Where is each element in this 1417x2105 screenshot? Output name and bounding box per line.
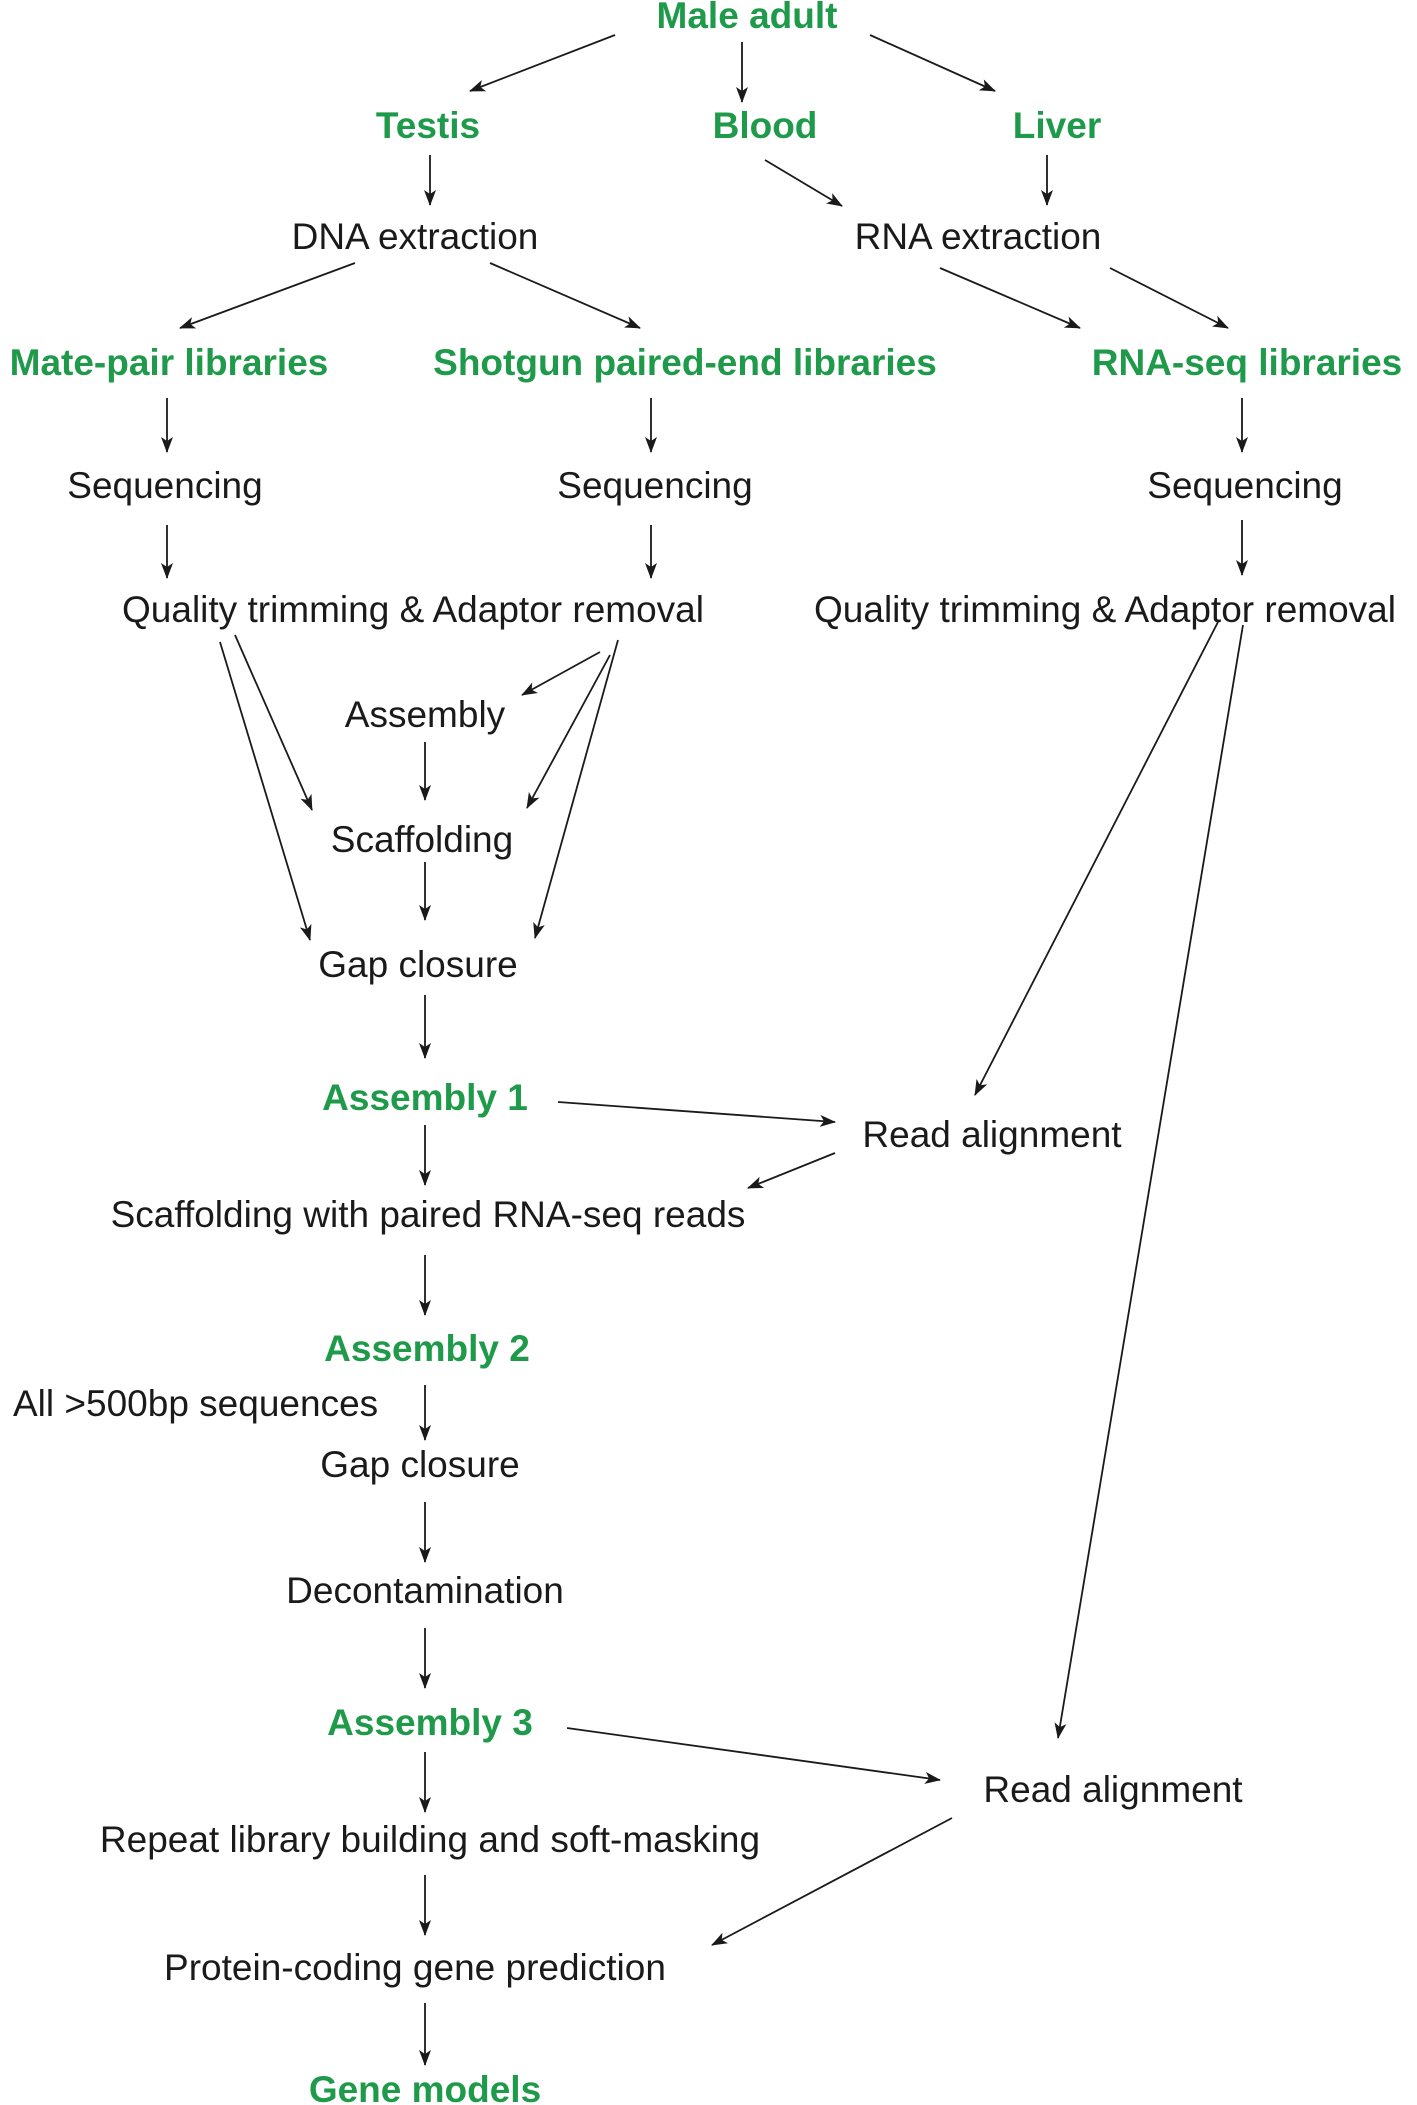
node-gene-models: Gene models <box>309 2069 541 2105</box>
arrow-qt-to-scaffolding-right <box>526 654 611 809</box>
node-assembly-3: Assembly 3 <box>327 1702 533 1743</box>
node-read-alignment-1: Read alignment <box>862 1114 1122 1155</box>
node-male-adult: Male adult <box>657 0 838 36</box>
node-repeat-library: Repeat library building and soft-masking <box>100 1819 760 1860</box>
node-testis: Testis <box>376 105 480 146</box>
node-quality-trimming-rna: Quality trimming & Adaptor removal <box>814 589 1396 630</box>
node-gap-closure-1: Gap closure <box>318 944 518 985</box>
arrow-blood-to-rna <box>764 159 843 207</box>
node-protein-coding: Protein-coding gene prediction <box>164 1947 666 1988</box>
arrow-male-to-testis <box>469 34 616 92</box>
arrow-qt-to-gapclosure-left <box>219 641 312 941</box>
arrow-qt-to-scaffolding-left <box>234 634 313 811</box>
node-sequencing-mate: Sequencing <box>67 465 262 506</box>
node-mate-pair-libraries: Mate-pair libraries <box>10 342 329 383</box>
node-quality-trimming-dna: Quality trimming & Adaptor removal <box>122 589 704 630</box>
arrow-readalign-to-scaffoldrna <box>747 1152 836 1189</box>
node-scaffolding: Scaffolding <box>331 819 513 860</box>
arrow-assembly1-to-readalign <box>557 1101 836 1127</box>
arrow-assembly3-to-readalign2 <box>566 1727 941 1784</box>
highlight-nodes: Male adult Testis Blood Liver Mate-pair … <box>10 0 1403 2105</box>
arrow-qt-to-gapclosure-right <box>533 639 619 939</box>
node-liver: Liver <box>1013 105 1101 146</box>
regular-nodes: DNA extraction RNA extraction Sequencing… <box>13 216 1396 1988</box>
arrow-readalign2-to-protein <box>711 1817 953 1946</box>
arrow-dna-to-matepair <box>179 262 356 329</box>
arrow-rnaqt-to-readalign2 <box>1054 624 1244 1739</box>
arrow-rna-to-rnaseq-2 <box>1109 267 1229 329</box>
node-shotgun-libraries: Shotgun paired-end libraries <box>433 342 937 383</box>
node-sequencing-shotgun: Sequencing <box>557 465 752 506</box>
node-dna-extraction: DNA extraction <box>292 216 539 257</box>
node-read-alignment-2: Read alignment <box>983 1769 1243 1810</box>
node-gap-closure-2: Gap closure <box>320 1444 520 1485</box>
arrows <box>161 34 1248 2066</box>
node-all-500bp: All >500bp sequences <box>13 1383 378 1424</box>
node-rnaseq-libraries: RNA-seq libraries <box>1092 342 1403 383</box>
node-sequencing-rna: Sequencing <box>1147 465 1342 506</box>
arrow-rnaqt-to-readalign1 <box>974 621 1219 1096</box>
arrow-qt-to-assembly <box>521 651 601 696</box>
arrow-male-to-liver <box>869 34 996 92</box>
node-rna-extraction: RNA extraction <box>855 216 1102 257</box>
node-decontamination: Decontamination <box>286 1570 564 1611</box>
node-scaffolding-rnaseq: Scaffolding with paired RNA-seq reads <box>111 1194 746 1235</box>
node-blood: Blood <box>713 105 818 146</box>
node-assembly-1: Assembly 1 <box>322 1077 528 1118</box>
node-assembly-2: Assembly 2 <box>324 1328 530 1369</box>
arrow-dna-to-shotgun <box>489 262 641 329</box>
node-assembly: Assembly <box>345 694 506 735</box>
arrow-rna-to-rnaseq-1 <box>939 267 1081 329</box>
